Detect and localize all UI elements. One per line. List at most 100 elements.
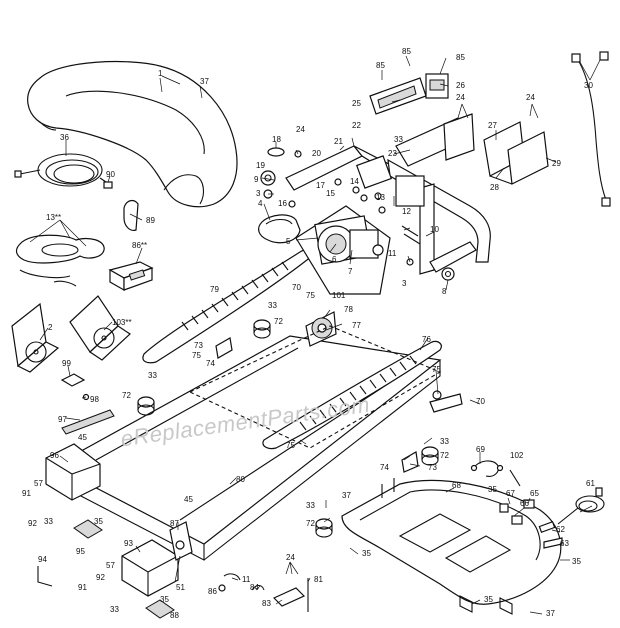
callout: 51 [176,583,185,592]
callout: 83 [262,599,271,608]
walking-platform [52,335,442,561]
frame-fasteners [263,178,455,281]
callouts: 1 37 36 90 89 13** 86** 2 103** 99 98 97… [22,47,595,620]
callout: 67 [506,489,515,498]
control-electronics [499,499,563,549]
callout: 20 [312,149,321,158]
callout: 89 [146,216,155,225]
right-rear-endcap [121,539,179,597]
rear-bracket-and-decal [60,373,115,435]
callout: 15 [326,189,335,198]
callout: 35 [484,595,493,604]
callout: 98 [90,395,99,404]
callout: 10 [430,225,439,234]
callout: 75 [306,291,315,300]
isolator-brackets [215,337,419,473]
power-cord [14,153,113,187]
callout: 68 [452,481,461,490]
cushions [137,319,439,538]
callout: 9 [254,175,259,184]
callout: 94 [38,555,47,564]
callout: 3 [402,279,407,288]
chest-strap [15,234,105,287]
callout: 35 [488,485,497,494]
callout: 86 [208,587,217,596]
leader-lines [29,55,601,615]
callout: 85 [456,53,465,62]
callout: 33 [110,605,119,614]
callout: 72 [274,317,283,326]
callout: 92 [28,519,37,528]
callout: 87 [170,519,179,528]
clip-and-strap [103,181,139,231]
callout: 65 [530,489,539,498]
callout: 81 [314,575,323,584]
callout: 99 [62,359,71,368]
callout: 86** [132,241,147,250]
callout: 37 [546,609,555,618]
rear-foot-bracket [169,521,193,561]
callout: 23 [388,149,397,158]
callout: 84 [250,583,259,592]
callout: 91 [78,583,87,592]
callout: 27 [488,121,497,130]
callout: 11 [388,249,397,258]
callout: 33 [44,517,53,526]
walking-belt [188,325,442,449]
left-rear-endcap [45,443,101,501]
callout: 57 [106,561,115,570]
callout: 92 [96,573,105,582]
callout: 70 [292,283,301,292]
callout: 24 [286,553,295,562]
callout: 63 [560,539,569,548]
callout: 13** [46,213,61,222]
callout: 35 [572,557,581,566]
callout: 61 [586,479,595,488]
callout: 74 [380,463,389,472]
callout: 8 [442,287,447,296]
callout: 37 [200,77,209,86]
callout: 29 [552,159,561,168]
callout: 21 [334,137,343,146]
motor-hood [27,60,238,208]
foot-pads [73,519,175,619]
callout: 35 [94,517,103,526]
callout: 12 [402,207,411,216]
drive-motor [295,205,391,295]
callout: 95 [76,547,85,556]
callout: 70 [476,397,485,406]
callout: 2 [48,323,53,332]
callout: 66 [520,499,529,508]
callout: 76 [422,335,431,344]
upright-frame [285,145,491,275]
callout: 24 [296,125,305,134]
callout: 14 [350,177,359,186]
callout: 37 [342,491,351,500]
callout: 69 [476,445,485,454]
callout: 33 [268,301,277,310]
callout: 85 [402,47,411,56]
callout: 28 [490,183,499,192]
callout: 17 [316,181,325,190]
callout: 75 [432,365,441,374]
callout: 62 [556,525,565,534]
callout: 45 [78,433,87,442]
callout: 75 [192,351,201,360]
callout: 78 [344,305,353,314]
receiver-module [108,261,154,292]
drive-belt [258,214,301,244]
callout: 72 [440,451,449,460]
callout: 88 [170,611,179,620]
callout: 72 [122,391,131,400]
callout: 57 [34,479,43,488]
callout: 79 [210,285,219,294]
callout: 13 [376,193,385,202]
callout: 11 [242,575,251,584]
callout: 103** [112,318,132,327]
rear-roller [429,390,463,413]
callout: 24 [456,93,465,102]
callout: 33 [148,371,157,380]
callout: 90 [106,170,115,179]
callout: 73 [428,463,437,472]
